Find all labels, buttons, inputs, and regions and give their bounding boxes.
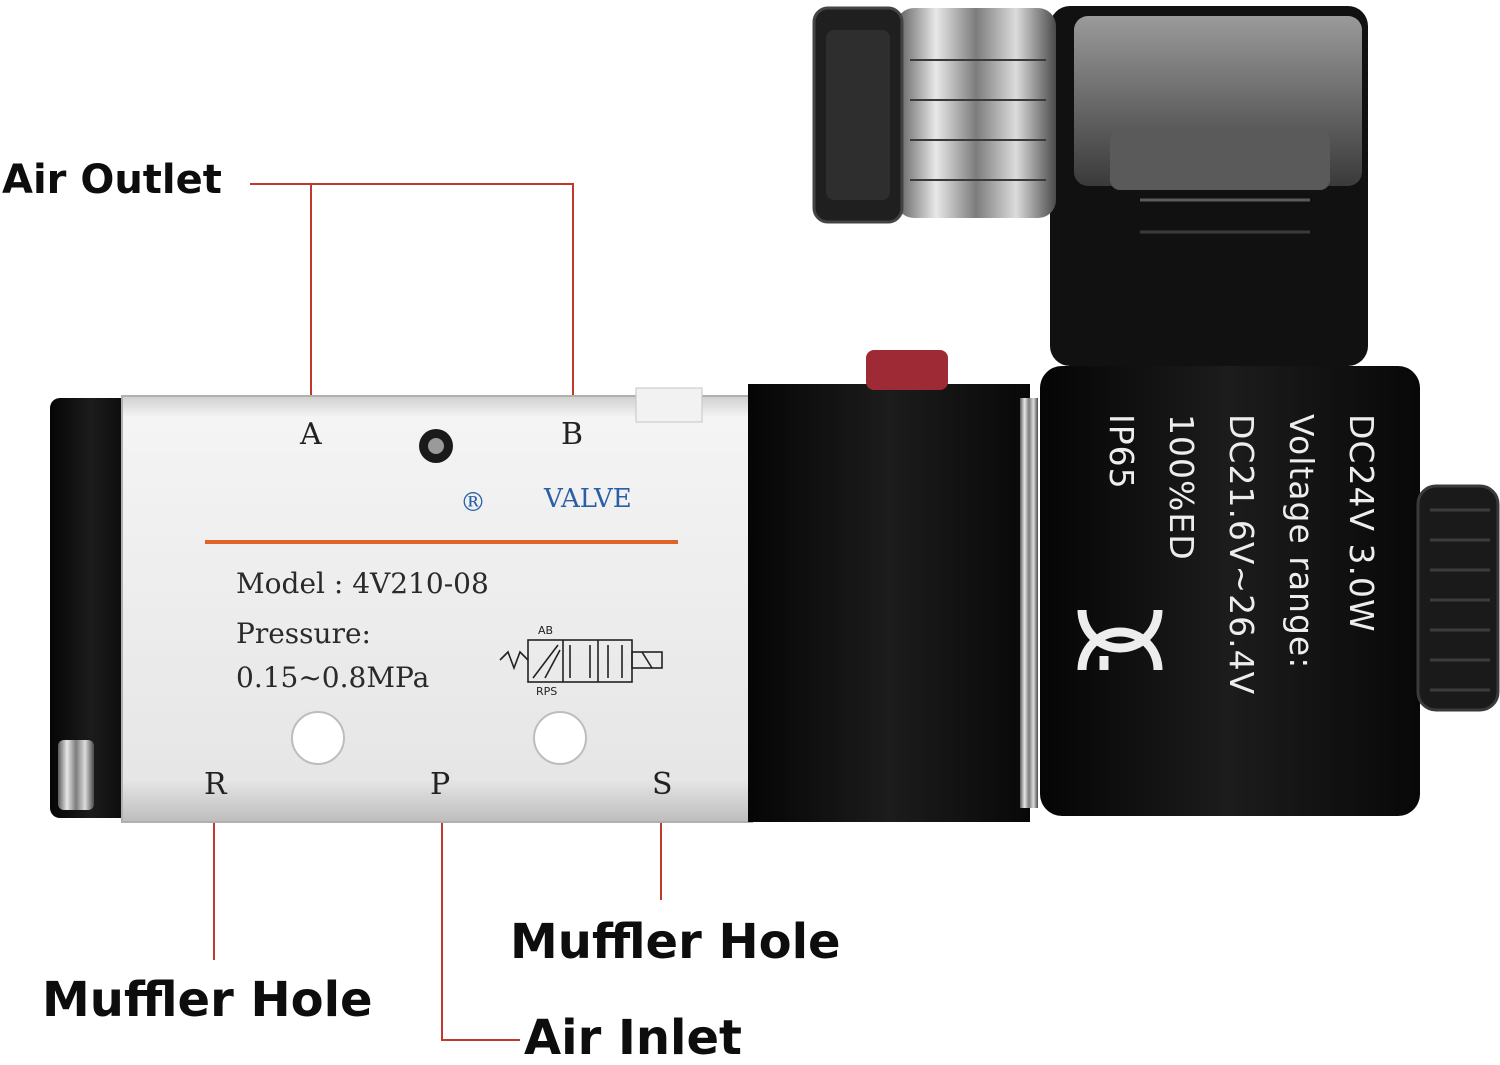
end-cap — [50, 398, 132, 818]
callout-air-inlet: Air Inlet — [524, 1010, 742, 1065]
valve-body — [121, 395, 753, 823]
coil-line-5: IP65 — [1102, 414, 1141, 490]
pressure-label: Pressure: — [236, 617, 371, 650]
port-tab — [635, 387, 703, 423]
manual-override — [866, 350, 948, 390]
port-label-s: S — [652, 767, 673, 802]
registered-mark: ® — [460, 488, 486, 518]
end-screw — [58, 740, 94, 810]
brand-label: VALVE — [544, 484, 632, 514]
callout-muffler-hole-left: Muffler Hole — [42, 972, 373, 1028]
leader-air-outlet — [250, 183, 574, 420]
symbol-bottom-label: RPS — [536, 685, 558, 698]
nut-ridges — [1430, 508, 1490, 692]
coil-line-1: DC24V 3.0W — [1342, 414, 1381, 633]
ce-mark — [1077, 609, 1163, 671]
model-label: Model : 4V210-08 — [236, 567, 489, 600]
coil-line-4: 100%ED — [1162, 414, 1201, 561]
port-label-r: R — [204, 767, 227, 802]
callout-muffler-hole-right: Muffler Hole — [510, 914, 841, 970]
coil-nut — [1416, 484, 1500, 712]
pilot-block — [748, 384, 1030, 822]
port-label-p: P — [430, 767, 451, 802]
leader-lines — [213, 183, 662, 1041]
coil-line-2: Voltage range: — [1282, 414, 1321, 670]
callout-air-outlet: Air Outlet — [2, 157, 222, 203]
coil-body — [1040, 366, 1420, 816]
connector-plate — [1020, 398, 1038, 808]
port-hole-left — [291, 711, 345, 765]
pressure-value: 0.15~0.8MPa — [236, 661, 430, 694]
symbol-top-label: AB — [538, 624, 554, 637]
port-hole-right — [533, 711, 587, 765]
port-label-a: A — [300, 417, 322, 452]
pneumatic-symbol — [499, 639, 663, 683]
cable-gland-thread — [896, 8, 1056, 218]
coil-line-3: DC21.6V~26.4V — [1222, 414, 1261, 696]
leader-air-inlet — [441, 806, 520, 1041]
port-label-b: B — [561, 417, 584, 452]
